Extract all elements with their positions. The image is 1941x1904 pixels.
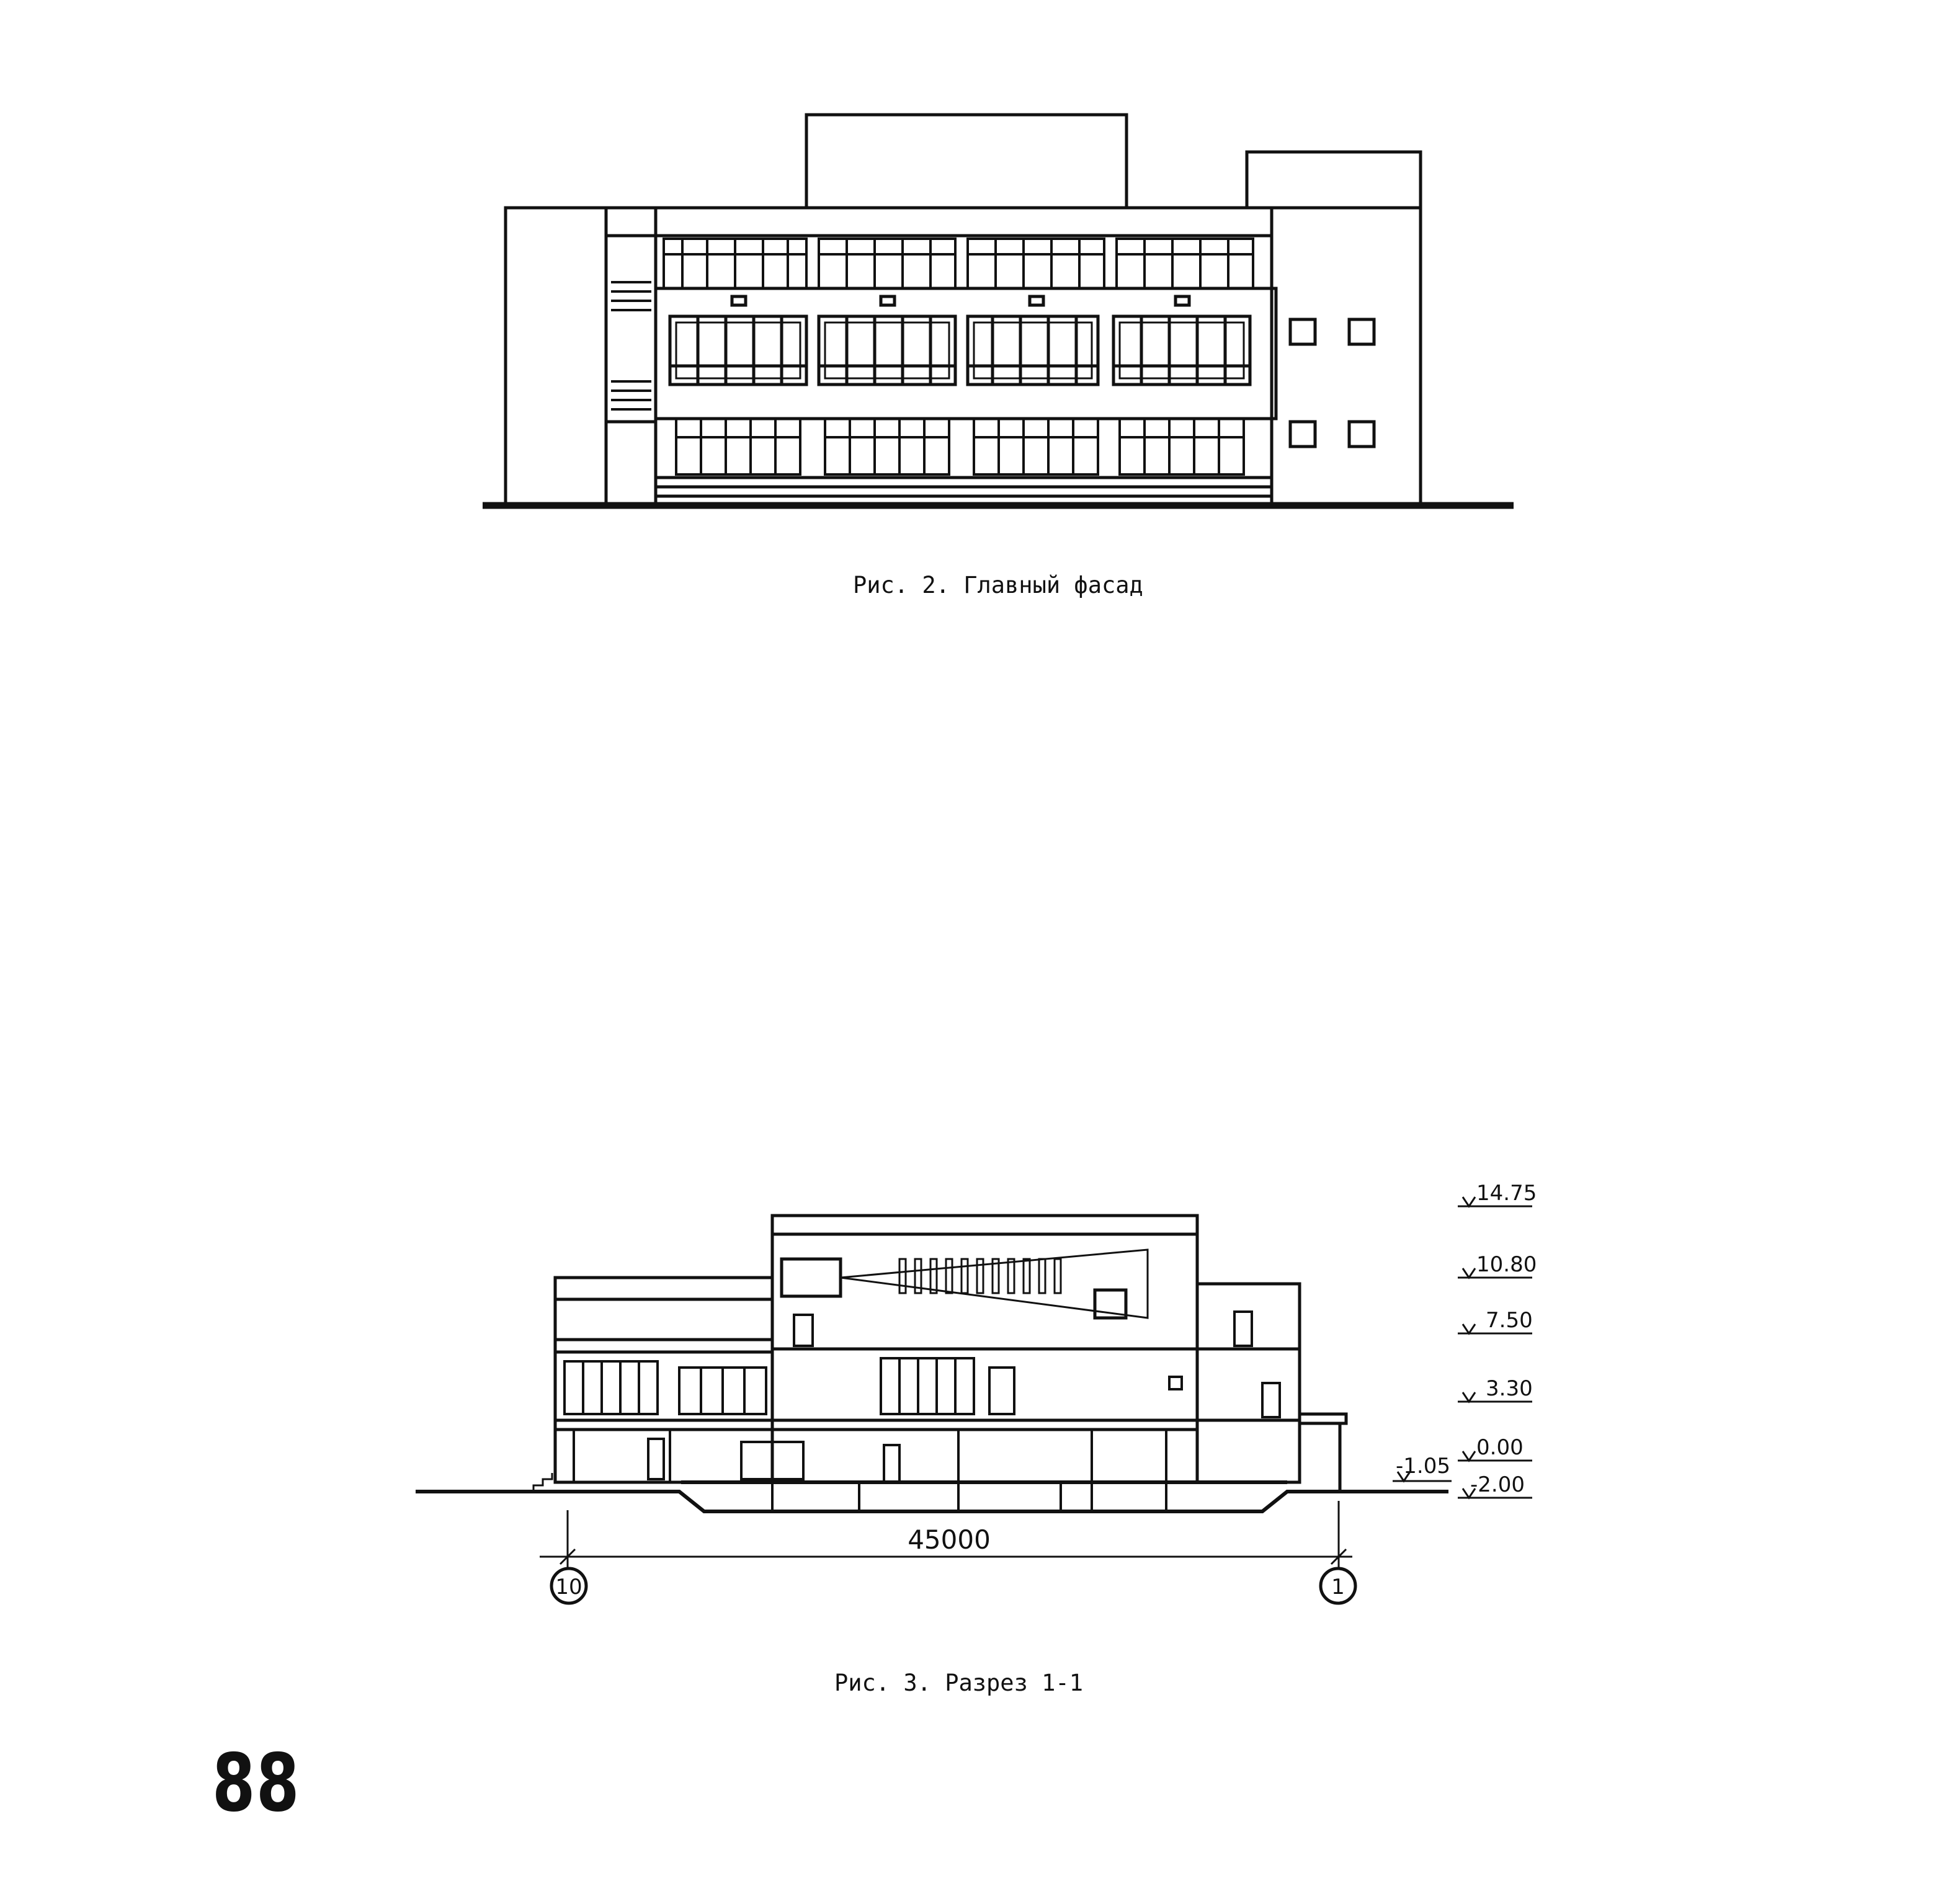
page-number: 88 bbox=[212, 1737, 301, 1830]
facade-main-block bbox=[654, 206, 1274, 507]
facade-upper-volume-right bbox=[1245, 150, 1422, 210]
facade-windows-upper bbox=[663, 238, 1254, 290]
axis-marker-right bbox=[1319, 1567, 1357, 1605]
axis-label-right: 1 bbox=[1331, 1575, 1345, 1599]
elevation-label-14-75: 14.75 bbox=[1476, 1181, 1537, 1206]
section-acoustic-fins bbox=[898, 1258, 1062, 1294]
facade-right-tower bbox=[1270, 206, 1422, 507]
axis-label-left: 10 bbox=[555, 1575, 582, 1599]
elevation-label-0-00: 0.00 bbox=[1476, 1435, 1524, 1460]
section-windows bbox=[563, 1310, 1281, 1484]
elevation-label-7-50: 7.50 bbox=[1486, 1308, 1533, 1333]
facade-left-tower bbox=[504, 206, 608, 507]
dimension-line bbox=[540, 1501, 1352, 1569]
facade-stair-bay bbox=[604, 206, 658, 507]
elevation-label-minus-1-05: -1.05 bbox=[1396, 1454, 1450, 1479]
elevation-label-10-80: 10.80 bbox=[1476, 1252, 1537, 1277]
section-columns bbox=[573, 1430, 1167, 1511]
elevation-label-3-30: 3.30 bbox=[1486, 1376, 1533, 1401]
facade-windows-middle bbox=[668, 314, 1252, 386]
section-terrain bbox=[416, 1490, 1448, 1513]
facade-stair-rails bbox=[611, 281, 651, 411]
elevation-markers bbox=[1393, 1196, 1532, 1500]
facade-middle-band bbox=[654, 287, 1278, 420]
facade-drawing bbox=[483, 113, 1514, 509]
dimension-label: 45000 bbox=[908, 1524, 991, 1555]
section-projection-cone bbox=[840, 1248, 1149, 1319]
facade-upper-volume-left bbox=[805, 113, 1128, 210]
facade-vents bbox=[730, 295, 1191, 307]
figure-3-caption: Рис. 3. Разрез 1-1 bbox=[834, 1670, 1083, 1696]
axis-marker-left bbox=[550, 1567, 588, 1605]
elevation-label-minus-2-00: -2.00 bbox=[1470, 1472, 1525, 1497]
facade-right-tower-windows bbox=[1288, 318, 1376, 448]
facade-windows-lower bbox=[675, 417, 1245, 476]
section-drawing: 14.75 10.80 7.50 3.30 0.00 -1.05 -2.00 4… bbox=[416, 1181, 1537, 1605]
section-right-wing bbox=[1195, 1282, 1301, 1484]
figure-2-caption: Рис. 2. Главный фасад bbox=[853, 572, 1143, 598]
